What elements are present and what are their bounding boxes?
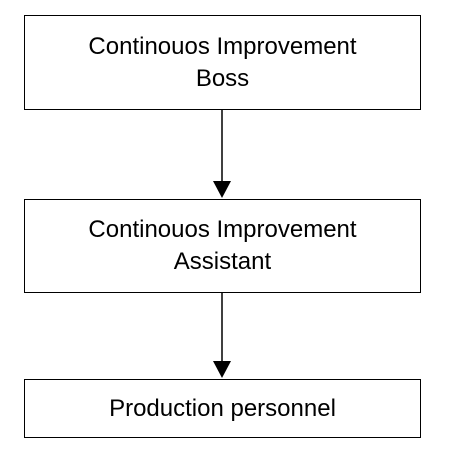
node-production-personnel: Production personnel [24,379,421,438]
node-boss-label-line2: Boss [195,64,250,92]
node-production-label: Production personnel [109,394,336,422]
node-assistant-label-line1: Continouos Improvement [88,216,357,243]
node-continuous-improvement-boss: Continouos Improvement Boss [24,15,421,110]
node-continuous-improvement-assistant: Continouos Improvement Assistant [24,199,421,293]
node-assistant-label-line2: Assistant [173,248,272,275]
arrowhead-down-icon [213,361,231,378]
arrowhead-down-icon [213,181,231,198]
node-boss-label-line1: Continouos Improvement [88,32,357,60]
